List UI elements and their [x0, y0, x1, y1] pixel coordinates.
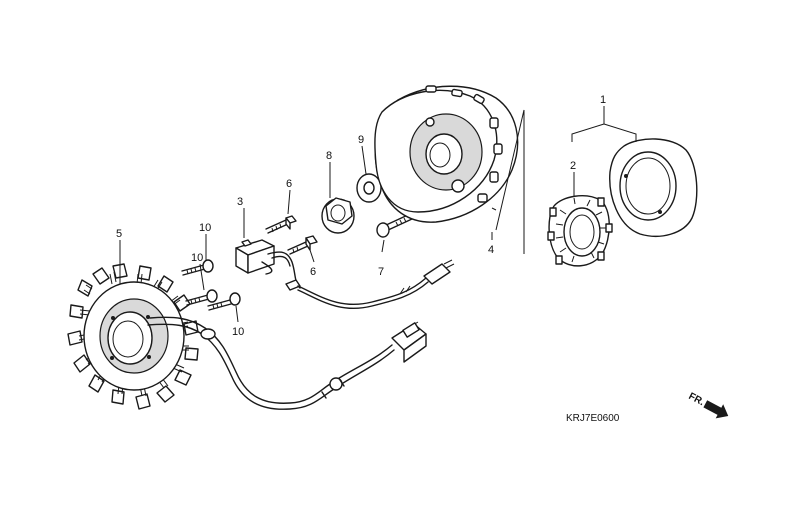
callout-10-lower: 10: [232, 326, 244, 338]
callout-labels: 1 2 3 4 5 6 6 7 8 9 10 10 10: [116, 94, 606, 338]
washer: [356, 173, 382, 203]
front-label: FR.: [687, 391, 707, 408]
callout-10-middle: 10: [191, 252, 203, 264]
stator-assembly: [67, 263, 199, 410]
arrow-icon: [703, 400, 729, 419]
flywheel: [374, 85, 519, 223]
callout-6-lower: 6: [310, 266, 316, 278]
flange-nut: [321, 197, 355, 234]
callout-7: 7: [378, 266, 384, 278]
pulse-generator: [235, 239, 455, 310]
bolt-10-middle: [185, 289, 218, 306]
bolt-6-lower: [287, 235, 318, 255]
bolt-6-upper: [265, 215, 297, 234]
stator-teeth: [67, 263, 199, 410]
callout-5: 5: [116, 228, 122, 240]
starter-clutch: [547, 195, 613, 267]
callout-3: 3: [237, 196, 243, 208]
pulse-bolts: [265, 215, 318, 255]
callout-1: 1: [600, 94, 606, 106]
callout-9: 9: [358, 134, 364, 146]
bolt-7: [376, 213, 413, 238]
diagram-code: KRJ7E0600: [566, 413, 620, 424]
callout-4: 4: [488, 244, 494, 256]
front-arrow: FR.: [687, 391, 729, 419]
leader-lines: [119, 106, 637, 323]
callout-2: 2: [570, 160, 576, 172]
stator-wire-harness: [147, 316, 427, 410]
stator-bolts: [181, 259, 241, 311]
callout-10-upper: 10: [199, 222, 211, 234]
clutch-outer-ring: [609, 138, 698, 237]
flywheel-slots: [425, 85, 503, 203]
bolt-10-lower: [207, 292, 241, 311]
callout-6-upper: 6: [286, 178, 292, 190]
stator-connector: [391, 321, 427, 363]
callout-8: 8: [326, 150, 332, 162]
